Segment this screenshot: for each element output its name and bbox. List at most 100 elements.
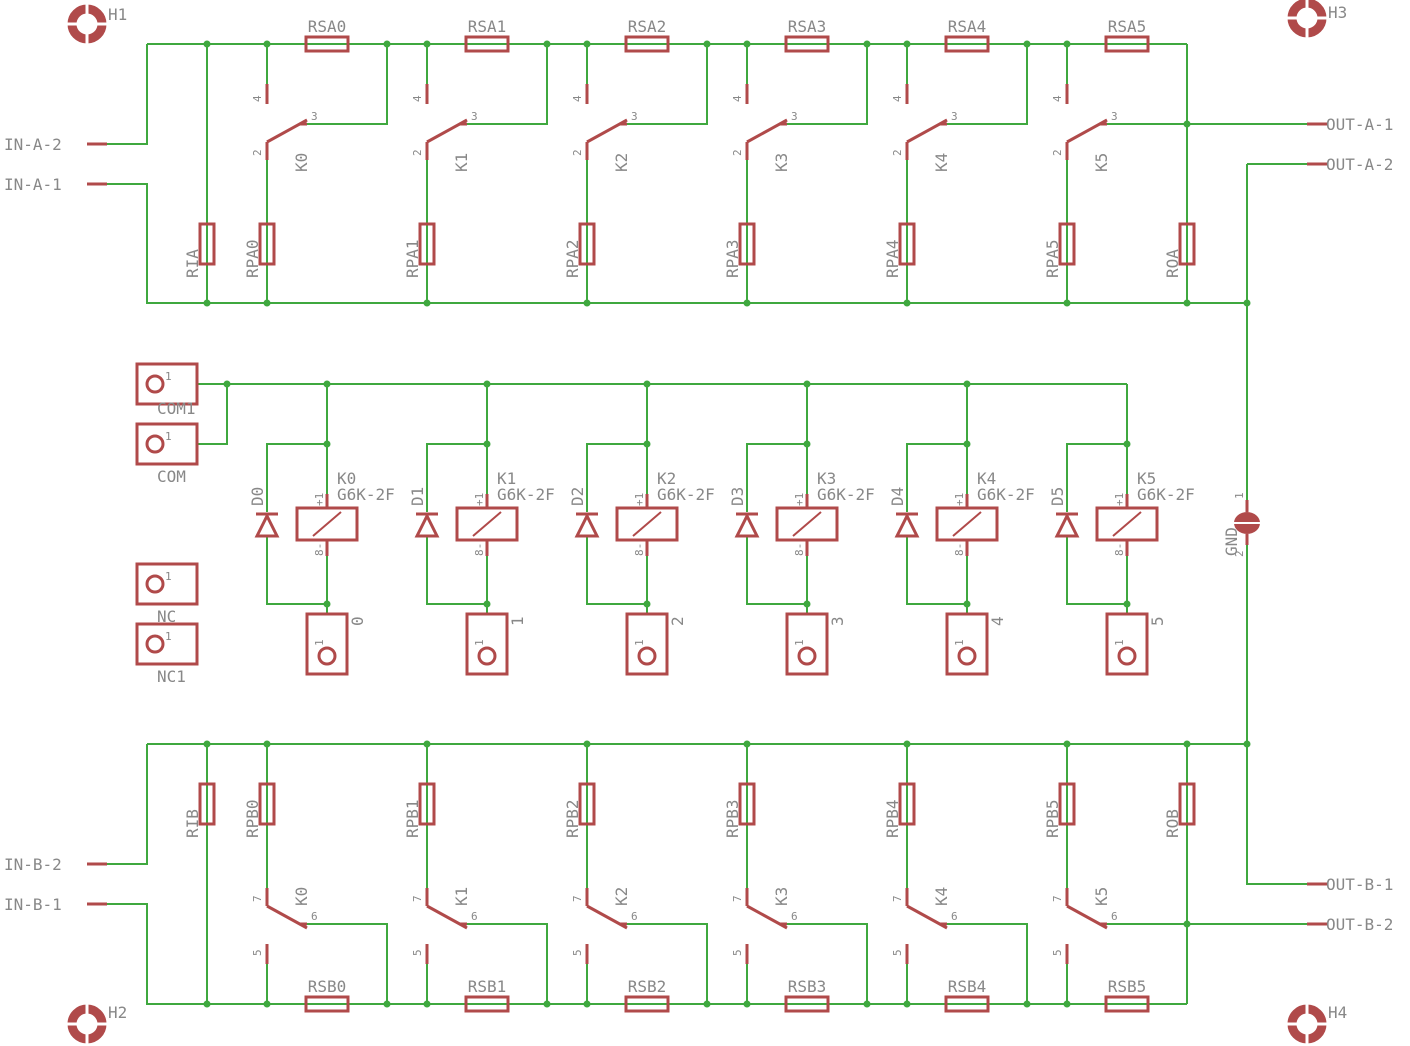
wire [906, 536, 968, 605]
connector-frame [135, 422, 199, 466]
wire [627, 923, 708, 1004]
diode-label: D3 [728, 487, 747, 506]
resistor-symbol [1178, 782, 1196, 826]
connector-label: COM [157, 467, 186, 486]
driver-pad-hole [797, 646, 817, 666]
parallel-resistor-label: RPA3 [723, 239, 742, 278]
diode-label: D1 [408, 487, 427, 506]
driver-pad-label: 0 [348, 616, 367, 626]
connector-hole [145, 634, 165, 654]
resistor-symbol [304, 35, 350, 53]
pin-number: 6 [311, 910, 318, 923]
relay-contact-label: K5 [1092, 887, 1111, 906]
wire [586, 384, 648, 512]
parallel-resistor-label: RPA0 [243, 239, 262, 278]
relay-coil-slash [312, 511, 342, 537]
wire [627, 44, 708, 125]
pin-number: 2 [1051, 149, 1064, 156]
relay-type-label: G6K-2F [1137, 485, 1195, 504]
pin-number: 8- [313, 543, 326, 556]
resistor-symbol [624, 995, 670, 1013]
junction-dot [1183, 740, 1191, 748]
driver-pad-label: 5 [1148, 616, 1167, 626]
pin-number: 4 [571, 95, 584, 102]
driver-pad-hole [637, 646, 657, 666]
diode-symbol [574, 512, 600, 538]
pin-number: 3 [631, 110, 638, 123]
resistor-symbol [418, 782, 436, 826]
diode-label: D5 [1048, 487, 1067, 506]
pin-number: 2 [1233, 550, 1246, 557]
parallel-resistor-label: RPB2 [563, 799, 582, 838]
relay-coil-slash [952, 511, 982, 537]
diode-symbol [254, 512, 280, 538]
wire [467, 923, 548, 1004]
wire [426, 536, 488, 605]
pin-number: 6 [791, 910, 798, 923]
pin-number: 8- [793, 543, 806, 556]
pin-number: 5 [571, 949, 584, 956]
diode-symbol [414, 512, 440, 538]
output-label: OUT-A-2 [1326, 155, 1393, 174]
relay-name-label: K0 [337, 469, 356, 488]
pin-number: 5 [251, 949, 264, 956]
relay-name-label: K5 [1137, 469, 1156, 488]
relay-type-label: G6K-2F [497, 485, 555, 504]
pin-number: +1 [953, 493, 966, 506]
pin-number: 3 [951, 110, 958, 123]
series-resistor-label: RSA3 [788, 17, 827, 36]
pin-number: 1 [165, 370, 172, 383]
wire [426, 384, 488, 512]
relay-name-label: K2 [657, 469, 676, 488]
parallel-resistor-label: RPB1 [403, 799, 422, 838]
pin-number: 1 [1233, 492, 1246, 499]
resistor-symbol [1104, 995, 1150, 1013]
junction-dot [1243, 740, 1251, 748]
resistor-symbol [578, 782, 596, 826]
wire [906, 384, 968, 512]
resistor-symbol [1058, 222, 1076, 266]
junction-dot [203, 40, 211, 48]
relay-name-label: K1 [497, 469, 516, 488]
diode-symbol [734, 512, 760, 538]
pin-number: +1 [1113, 493, 1126, 506]
pin-number: 4 [411, 95, 424, 102]
connector-frame [135, 562, 199, 606]
relay-type-label: G6K-2F [977, 485, 1035, 504]
series-resistor-label: RSB2 [628, 977, 667, 996]
wire [107, 744, 148, 865]
series-resistor-label: RSB4 [948, 977, 987, 996]
driver-pad-frame [305, 612, 349, 676]
driver-pad-hole [317, 646, 337, 666]
pin-number: +1 [793, 493, 806, 506]
series-resistor-label: RSA1 [468, 17, 507, 36]
parallel-resistor-label: RPB4 [883, 799, 902, 838]
relay-name-label: K4 [977, 469, 996, 488]
junction-dot [1183, 299, 1191, 307]
pin-number: 5 [731, 949, 744, 956]
pin-number: 4 [1051, 95, 1064, 102]
pin-number: 6 [471, 910, 478, 923]
wire [197, 384, 228, 445]
junction-dot [223, 380, 231, 388]
resistor-symbol [198, 222, 216, 266]
pin-number: 3 [1111, 110, 1118, 123]
pin-number: 3 [471, 110, 478, 123]
pin-number: 7 [251, 895, 264, 902]
series-resistor-label: RSB3 [788, 977, 827, 996]
relay-contact-label: K0 [292, 887, 311, 906]
relay-coil-slash [1112, 511, 1142, 537]
resistor-symbol [624, 35, 670, 53]
wire [1107, 923, 1188, 1004]
diode-label: D2 [568, 487, 587, 506]
driver-pad-label: 4 [988, 616, 1007, 626]
resistor-symbol [738, 782, 756, 826]
output-resistor-label: ROB [1163, 809, 1182, 838]
resistor-symbol [464, 35, 510, 53]
pin-number: 1 [473, 639, 486, 646]
parallel-resistor-label: RPA2 [563, 239, 582, 278]
driver-pad-label: 2 [668, 616, 687, 626]
wire [787, 44, 868, 125]
gnd-label: GND [1222, 527, 1241, 556]
relay-type-label: G6K-2F [657, 485, 715, 504]
